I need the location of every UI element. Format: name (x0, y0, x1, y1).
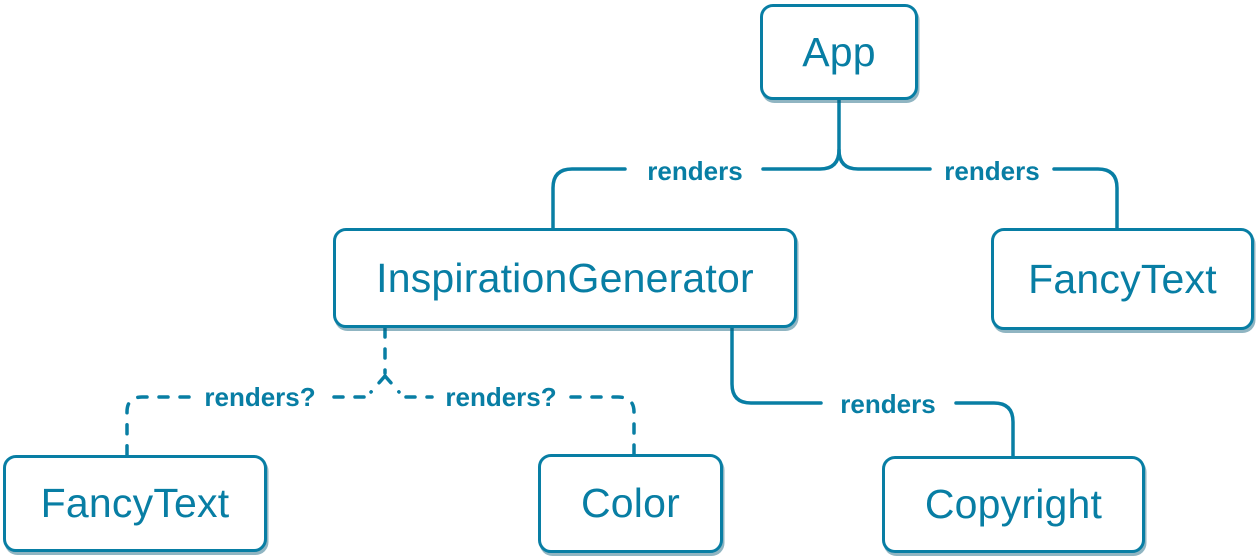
edge-app-to-inspirationgenerator-segment-1 (761, 98, 841, 171)
edge-app-to-fancytext-segment-2 (1052, 167, 1119, 230)
edge-inspirationgenerator-to-copyright-segment-2 (954, 401, 1015, 458)
node-label: FancyText (40, 480, 230, 526)
node-fancy-text-bottom: FancyText (3, 455, 267, 552)
edge-app-to-inspirationgenerator-segment-2 (551, 167, 627, 230)
edge-inspirationgenerator-to-fancytext-bottom-segment-2 (125, 395, 191, 457)
node-color: Color (538, 454, 723, 553)
edge-conditional-fork-left (369, 374, 387, 394)
edge-label-renders-inspirationgenerator-copyright: renders (840, 389, 936, 419)
node-label: Copyright (924, 481, 1103, 527)
edge-label-renders-app-fancytext: renders (944, 156, 1040, 186)
edge-label-renders-app-inspirationgenerator: renders (647, 156, 743, 186)
edge-app-to-fancytext-segment-1 (837, 148, 932, 171)
edge-inspirationgenerator-to-copyright-segment-1 (730, 326, 823, 405)
edge-conditional-fork-right (383, 374, 401, 394)
node-fancy-text-top: FancyText (991, 228, 1254, 330)
edge-label-renders-conditional-color: renders? (445, 382, 557, 412)
edge-label-renders-conditional-fancytext: renders? (204, 382, 316, 412)
node-copyright: Copyright (882, 456, 1145, 553)
node-label: InspirationGenerator (376, 254, 754, 301)
edge-inspirationgenerator-to-color-segment-2 (569, 395, 636, 456)
node-app: App (760, 4, 918, 100)
node-label: App (802, 28, 876, 75)
node-inspiration-generator: InspirationGenerator (333, 228, 797, 328)
node-label: FancyText (1028, 255, 1217, 302)
node-label: Color (581, 480, 680, 526)
